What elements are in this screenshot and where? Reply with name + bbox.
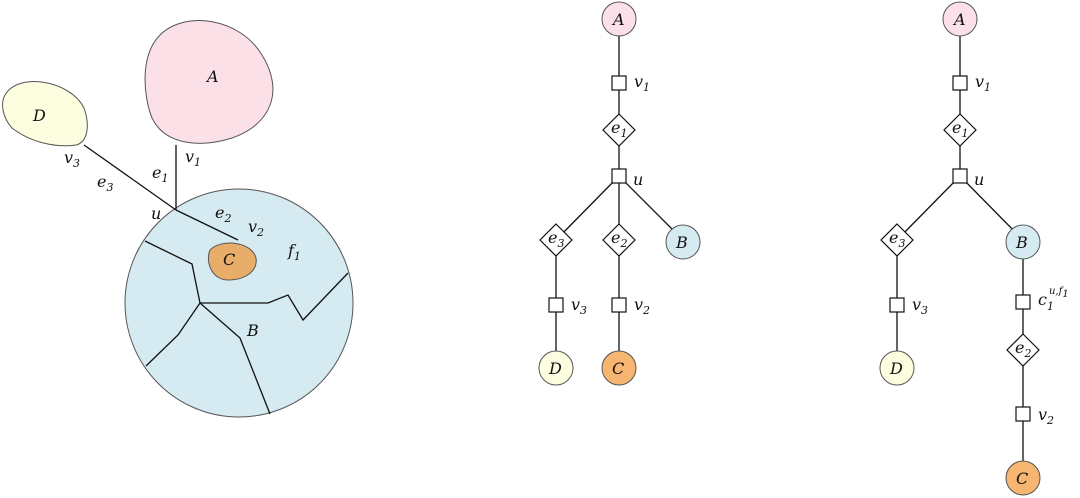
tree2-label-d: D xyxy=(889,359,903,378)
tree1-node-a xyxy=(601,1,637,37)
b-partition-1 xyxy=(144,240,201,304)
tree2-label-c-leaf: C xyxy=(1016,469,1028,488)
label-region-b: B xyxy=(246,321,259,340)
tree2-label-v2: v2 xyxy=(1038,405,1054,427)
tree2-node-c-leaf xyxy=(1005,460,1041,496)
tree1-label-e2: e2 xyxy=(611,228,627,250)
tree1-label-b: B xyxy=(675,233,688,252)
label-e3: e3 xyxy=(97,172,113,194)
tree1-node-v3 xyxy=(548,297,564,313)
tree1-edge-u-e3 xyxy=(555,175,620,241)
tree2-label-u: u xyxy=(974,170,984,189)
tree1-label-e3: e3 xyxy=(548,228,564,250)
tree1-label-c: C xyxy=(612,359,624,378)
label-v3: v3 xyxy=(64,148,80,170)
tree1-node-b xyxy=(665,224,701,260)
tree1-node-d xyxy=(538,350,574,386)
tree2-edge-u-e3 xyxy=(896,175,961,241)
tree-one: A v1 e1 u e3 e2 B v3 v2 D C xyxy=(538,1,701,386)
tree2-node-d xyxy=(879,350,915,386)
tree2-node-b xyxy=(1005,224,1041,260)
b-partition-3 xyxy=(199,302,271,415)
tree1-label-u: u xyxy=(633,170,643,189)
tree2-node-u xyxy=(952,168,968,184)
tree2-label-v1: v1 xyxy=(975,72,991,94)
tree1-label-v3: v3 xyxy=(571,295,587,317)
tree1-label-v2: v2 xyxy=(634,295,650,317)
tree2-label-b: B xyxy=(1015,233,1028,252)
tree1-label-e1: e1 xyxy=(611,118,627,140)
planar-embedding: A D B C v1 e1 v3 e3 u e2 v2 f1 xyxy=(2,20,354,418)
region-d-blob xyxy=(2,81,88,147)
tree1-node-c xyxy=(601,350,637,386)
tree1-node-v1 xyxy=(611,75,627,91)
tree2-label-a: A xyxy=(952,10,966,29)
tree2-node-e1 xyxy=(943,113,977,147)
tree1-node-e1 xyxy=(602,113,636,147)
tree2-node-v2 xyxy=(1015,406,1031,422)
edge-e2 xyxy=(175,209,239,241)
tree2-node-e3 xyxy=(880,223,914,257)
tree2-node-v1 xyxy=(952,75,968,91)
region-c-blob xyxy=(207,242,257,281)
label-e2: e2 xyxy=(215,203,231,225)
tree2-node-e2 xyxy=(1006,333,1040,367)
label-region-c: C xyxy=(223,250,235,269)
tree2-label-v3: v3 xyxy=(912,295,928,317)
tree1-node-e2 xyxy=(602,223,636,257)
b-partition-2 xyxy=(145,302,201,367)
tree2-label-e3: e3 xyxy=(889,228,905,250)
tree1-node-e3 xyxy=(539,223,573,257)
label-region-a: A xyxy=(205,67,219,86)
tree2-node-c xyxy=(1015,294,1031,310)
label-v1: v1 xyxy=(185,147,201,169)
tree1-label-a: A xyxy=(611,10,625,29)
label-e1: e1 xyxy=(152,163,168,185)
tree1-label-v1: v1 xyxy=(634,72,650,94)
tree2-node-v3 xyxy=(889,297,905,313)
tree2-label-e2: e2 xyxy=(1015,338,1031,360)
tree-two: A v1 e1 u e3 B v3 c1u,f1 D e2 v2 C xyxy=(879,1,1069,496)
edge-e3 xyxy=(83,144,177,211)
label-v2: v2 xyxy=(248,217,264,239)
tree2-node-a xyxy=(942,1,978,37)
tree2-label-c: c1u,f1 xyxy=(1038,286,1069,313)
tree1-node-u xyxy=(611,168,627,184)
label-u: u xyxy=(151,204,161,223)
tree1-label-d: D xyxy=(548,359,562,378)
label-region-d: D xyxy=(32,106,46,125)
b-partition-4 xyxy=(200,272,349,322)
tree1-node-v2 xyxy=(611,297,627,313)
region-a-blob xyxy=(144,20,274,144)
tree2-label-e1: e1 xyxy=(952,118,968,140)
label-f1: f1 xyxy=(287,241,301,263)
